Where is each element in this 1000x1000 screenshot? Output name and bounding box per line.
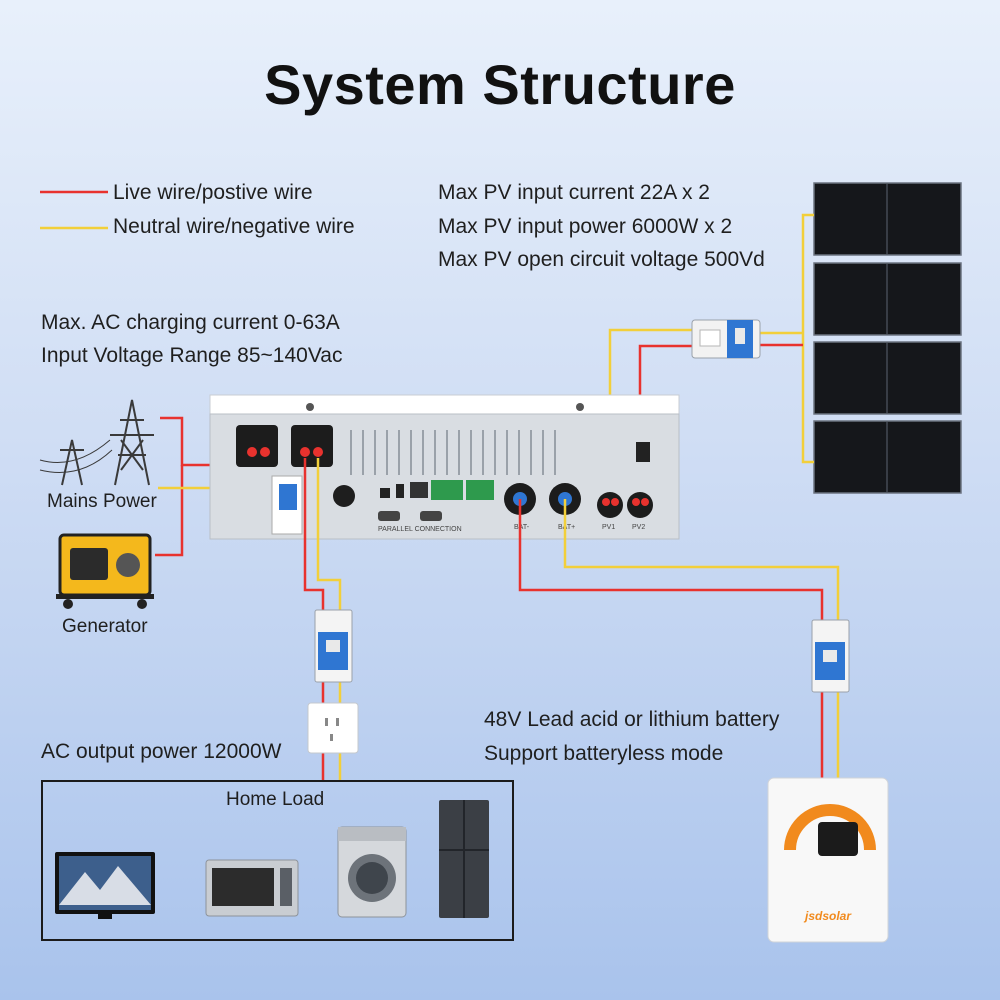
solar-panel-array <box>813 182 962 494</box>
battery-spec-type: 48V Lead acid or lithium battery <box>484 708 780 731</box>
power-button <box>333 485 355 507</box>
generator-icon <box>56 533 154 609</box>
battery-pos-wire <box>563 499 840 780</box>
solar-panel <box>813 341 962 415</box>
pv1-label: PV1 <box>602 524 615 531</box>
ac-output-live-wire <box>303 458 325 780</box>
bat-pos-label: BAT+ <box>558 524 575 531</box>
oven-icon <box>205 859 299 917</box>
pv2-terminal <box>627 492 653 518</box>
ac-spec-charging: Max. AC charging current 0-63A <box>41 311 340 334</box>
ac-spec-voltage: Input Voltage Range 85~140Vac <box>41 344 343 367</box>
pv-breaker <box>691 319 761 359</box>
battery-breaker <box>811 619 850 693</box>
legend-live-label: Live wire/postive wire <box>113 181 313 204</box>
bat-neg-label: BAT- <box>514 524 530 531</box>
mains-power-label: Mains Power <box>47 491 157 512</box>
pv-spec-voltage: Max PV open circuit voltage 500Vd <box>438 248 765 271</box>
bms-terminal <box>466 480 494 500</box>
dry-contact-terminal <box>431 480 463 500</box>
wall-socket <box>307 702 359 754</box>
pv-spec-power: Max PV input power 6000W x 2 <box>438 215 733 238</box>
pv-spec-current: Max PV input current 22A x 2 <box>438 181 710 204</box>
washing-machine-icon <box>337 826 407 918</box>
ac-output-terminal <box>291 425 333 467</box>
hybrid-inverter: PARALLEL CONNECTION BAT- BAT+ PV1 PV2 <box>209 394 680 540</box>
pv2-label: PV2 <box>632 524 645 531</box>
usb-port <box>380 488 390 498</box>
home-load-label: Home Load <box>226 789 325 810</box>
parallel-port-1 <box>378 511 400 521</box>
solar-panel <box>813 420 962 494</box>
battery-brand-label: jsdsolar <box>803 909 852 923</box>
solar-panel <box>813 182 962 256</box>
ac-output-label: AC output power 12000W <box>41 740 282 763</box>
generator-label: Generator <box>62 616 148 637</box>
pv-switch <box>636 442 650 462</box>
battery-spec-mode: Support batteryless mode <box>484 742 724 765</box>
page-title: System Structure <box>264 53 736 116</box>
rs485-port <box>410 482 428 498</box>
parallel-connection-label: PARALLEL CONNECTION <box>378 526 462 533</box>
ac-input-terminal <box>236 425 278 467</box>
refrigerator-icon <box>439 800 489 918</box>
mains-power-tower-icon <box>39 399 154 486</box>
legend-neutral-label: Neutral wire/negative wire <box>113 215 355 238</box>
pv1-terminal <box>597 492 623 518</box>
solar-panel <box>813 262 962 336</box>
pv-neutral-wire-right <box>801 213 814 464</box>
battery-unit: jsdsolar <box>767 777 889 943</box>
parallel-port-2 <box>420 511 442 521</box>
inverter-breaker <box>271 475 303 535</box>
ac-output-breaker <box>314 609 353 683</box>
home-load-box <box>41 780 514 941</box>
wifi-port <box>396 484 404 498</box>
generator-live-wire <box>155 465 184 557</box>
tv-icon <box>55 852 155 919</box>
